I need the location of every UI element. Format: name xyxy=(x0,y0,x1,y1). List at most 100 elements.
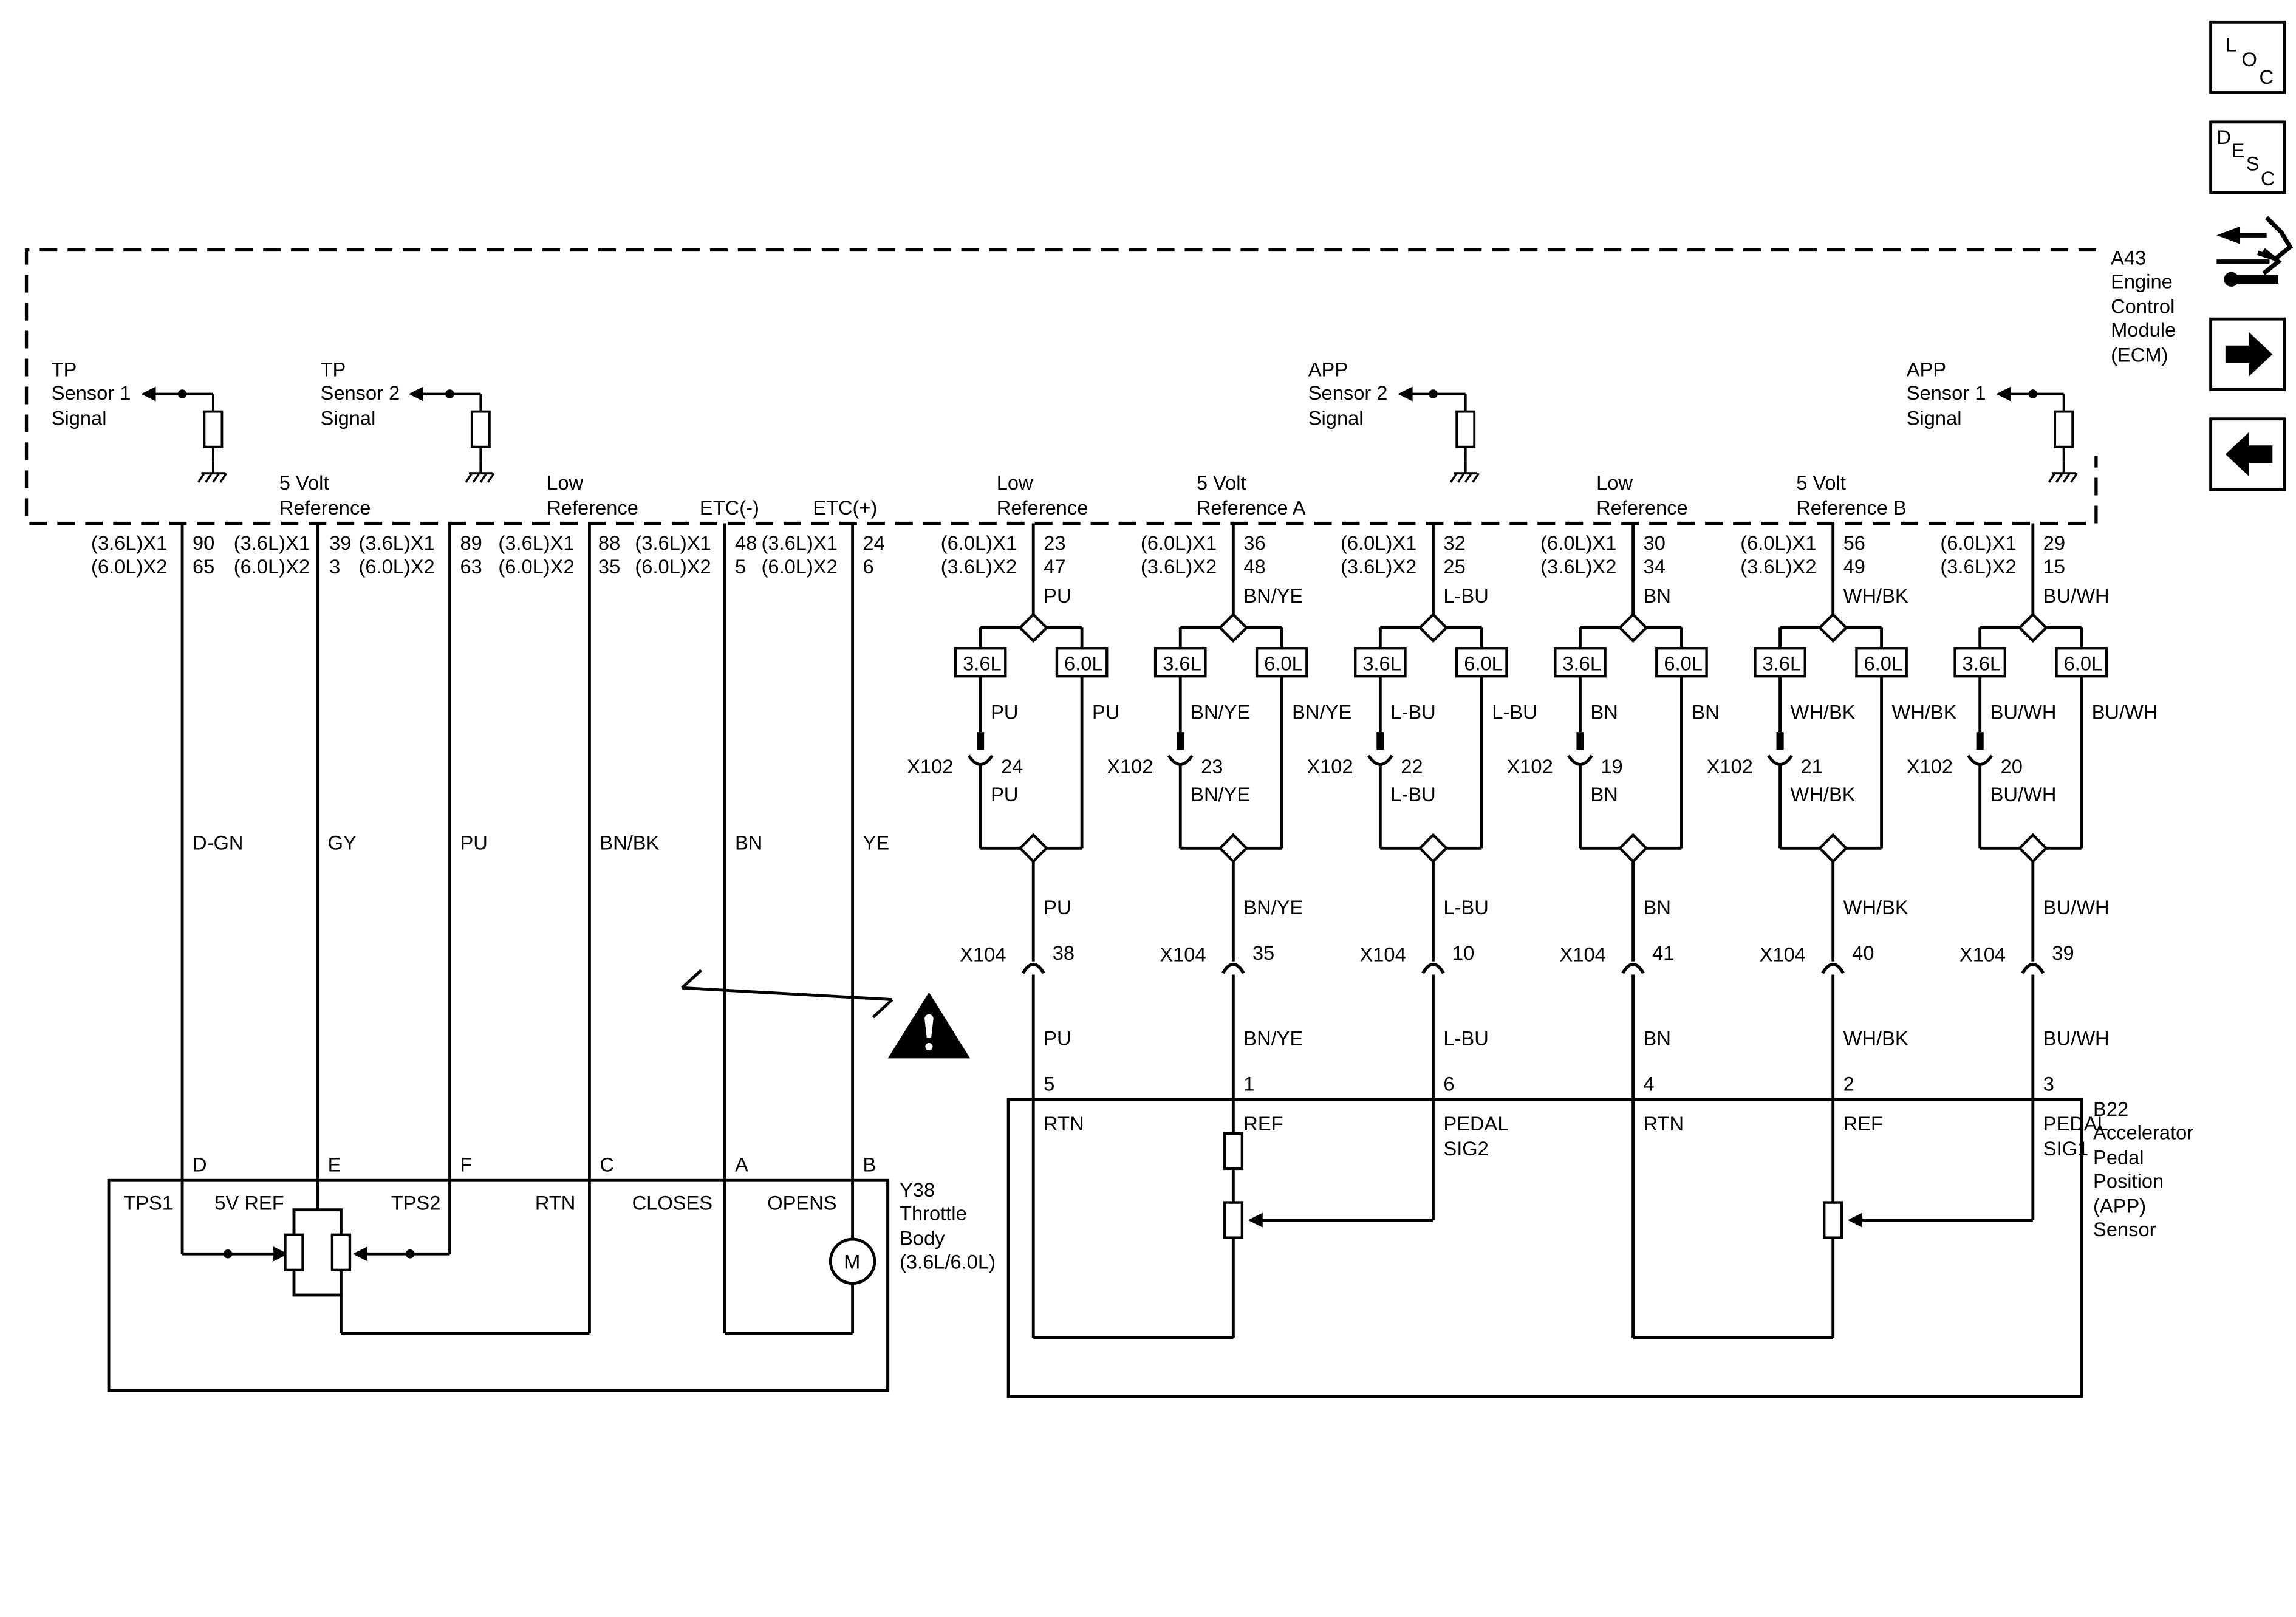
ecm-pin-x2: 35 xyxy=(598,555,620,578)
x104-connector xyxy=(1221,962,1245,974)
svg-text:Signal: Signal xyxy=(321,406,376,429)
x102-pin-female xyxy=(1767,754,1793,766)
x104-connector xyxy=(1022,962,1045,974)
ecm-connector-x2-label: (6.0L)X2 xyxy=(234,555,310,578)
ecm-circuit-label: Reference B xyxy=(1796,496,1907,519)
svg-text:Signal: Signal xyxy=(52,406,107,429)
ecm-connector-x1-label: (6.0L)X1 xyxy=(1540,532,1616,554)
ecm-pin-x2: 5 xyxy=(735,555,746,578)
motor-label: M xyxy=(844,1250,860,1273)
x102-pin-female xyxy=(1167,754,1194,766)
app-sensor-2-signal: APP Sensor 2 Signal xyxy=(1308,358,1480,484)
ecm-connector-x2-label: (3.6L)X2 xyxy=(1141,555,1217,578)
option-box-3-6l-label: 3.6L xyxy=(1362,652,1401,675)
app-sensor-label-3: Pedal xyxy=(2093,1146,2144,1169)
wire-color-label: L-BU xyxy=(1443,584,1488,607)
x104-label: X104 xyxy=(1359,943,1406,966)
loc-button[interactable]: L O C xyxy=(2209,20,2286,94)
wire-color-label: L-BU xyxy=(1390,783,1435,805)
x102-pin-male xyxy=(1177,732,1184,750)
splice-diamond xyxy=(1218,612,1249,643)
x104-connector xyxy=(1621,962,1645,974)
ecm-pin-x1: 24 xyxy=(863,532,885,554)
app-sensor-pin: 3 xyxy=(2043,1073,2054,1095)
ecm-low-ref-label: Low xyxy=(547,471,583,494)
x102-label: X102 xyxy=(1506,755,1553,778)
ecm-circuit-label: Low xyxy=(997,471,1033,494)
wire-color-label: BN xyxy=(1590,700,1618,723)
back-arrow-button[interactable] xyxy=(2209,417,2286,491)
connector-wrench-icon[interactable] xyxy=(2216,216,2294,287)
svg-text:Sensor 2: Sensor 2 xyxy=(321,381,400,404)
wire-color-label: L-BU xyxy=(1492,700,1537,723)
ecm-connector-x1-label: (6.0L)X1 xyxy=(1341,532,1416,554)
wire-color-label: BU/WH xyxy=(2092,700,2158,723)
ecm-pin-x2: 34 xyxy=(1644,555,1666,578)
svg-text:Signal: Signal xyxy=(1907,406,1962,429)
svg-text:Sensor 1: Sensor 1 xyxy=(52,381,131,404)
etc-minus-label: ETC(-) xyxy=(700,496,759,519)
x104-pin: 39 xyxy=(2052,942,2074,964)
throttle-body-pin-label: OPENS xyxy=(767,1192,836,1214)
throttle-body-pin-label: RTN xyxy=(535,1192,576,1214)
throttle-body-label-4: (3.6L/6.0L) xyxy=(900,1250,996,1273)
splice-diamond xyxy=(2017,833,2048,864)
splice-diamond xyxy=(1218,833,1249,864)
wire-color-label: BN/YE xyxy=(1191,783,1250,805)
throttle-body-module: Y38 Throttle Body (3.6L/6.0L) M xyxy=(107,1178,996,1392)
x104-connector xyxy=(1821,962,1845,974)
ecm-pin-x2: 65 xyxy=(193,555,214,578)
wire-color-label: BN xyxy=(1644,896,1671,918)
x102-pin-male xyxy=(1976,732,1984,750)
throttle-body-pin: C xyxy=(600,1154,614,1176)
x102-label: X102 xyxy=(1707,755,1753,778)
ecm-connector-x1-label: (3.6L)X1 xyxy=(91,532,167,554)
app-sensor-pin-label: REF xyxy=(1843,1112,1883,1135)
app-sensor-pin: 4 xyxy=(1644,1073,1655,1095)
next-arrow-button[interactable] xyxy=(2209,317,2286,391)
tps2-resistor xyxy=(330,1233,352,1272)
app-sensor-pin-label: RTN xyxy=(1644,1112,1684,1135)
ecm-pin-x2: 63 xyxy=(460,555,482,578)
ecm-label-4: Module xyxy=(2111,318,2176,341)
ecm-connector-x2-label: (3.6L)X2 xyxy=(941,555,1017,578)
option-box-3-6l xyxy=(1354,647,1407,678)
tps1-resistor xyxy=(284,1233,304,1272)
throttle-body-pin-label: TPS1 xyxy=(123,1192,173,1214)
svg-text:E: E xyxy=(2232,139,2245,162)
ecm-connector-x1-label: (6.0L)X1 xyxy=(1740,532,1816,554)
option-box-3-6l-label: 3.6L xyxy=(1763,652,1802,675)
option-box-6-0l-label: 6.0L xyxy=(1864,652,1903,675)
ecm-connector-x2-label: (3.6L)X2 xyxy=(1940,555,2016,578)
x102-pin: 20 xyxy=(2001,755,2023,778)
wire-color-label: WH/BK xyxy=(1843,584,1908,607)
wire-color-label: BN xyxy=(1644,1027,1671,1050)
wire-color-label: BN/YE xyxy=(1191,700,1250,723)
svg-text:C: C xyxy=(2260,66,2274,88)
wire-color-label: D-GN xyxy=(193,832,243,854)
wire-color-label: L-BU xyxy=(1443,1027,1488,1050)
wire-color-label: BN xyxy=(1590,783,1618,805)
ecm-low-ref-label-2: Reference xyxy=(547,496,638,519)
tp-sensor-2-signal: TP Sensor 2 Signal xyxy=(321,358,496,484)
x104-pin: 10 xyxy=(1452,942,1474,964)
ecm-pin-x1: 36 xyxy=(1243,532,1265,554)
ecm-connector-x1-label: (3.6L)X1 xyxy=(762,532,838,554)
ecm-connector-x2-label: (6.0L)X2 xyxy=(91,555,167,578)
svg-text:TP: TP xyxy=(321,358,346,381)
x102-label: X102 xyxy=(907,755,953,778)
x104-label: X104 xyxy=(1560,943,1606,966)
option-box-6-0l-label: 6.0L xyxy=(1664,652,1703,675)
etc-plus-label: ETC(+) xyxy=(813,496,877,519)
app2-pot xyxy=(1223,1201,1244,1239)
wire-color-label: WH/BK xyxy=(1892,700,1957,723)
wire-color-label: L-BU xyxy=(1390,700,1435,723)
ecm-pin-x2: 49 xyxy=(1843,555,1865,578)
wire-color-label: BU/WH xyxy=(2043,584,2110,607)
ecm-circuit-label: Reference xyxy=(1596,496,1688,519)
ecm-label-5: (ECM) xyxy=(2111,343,2168,366)
option-box-3-6l xyxy=(954,647,1007,678)
x102-pin-male xyxy=(1576,732,1584,750)
ecm-pin-x2: 3 xyxy=(329,555,340,578)
desc-button[interactable]: D E S C xyxy=(2209,120,2286,194)
